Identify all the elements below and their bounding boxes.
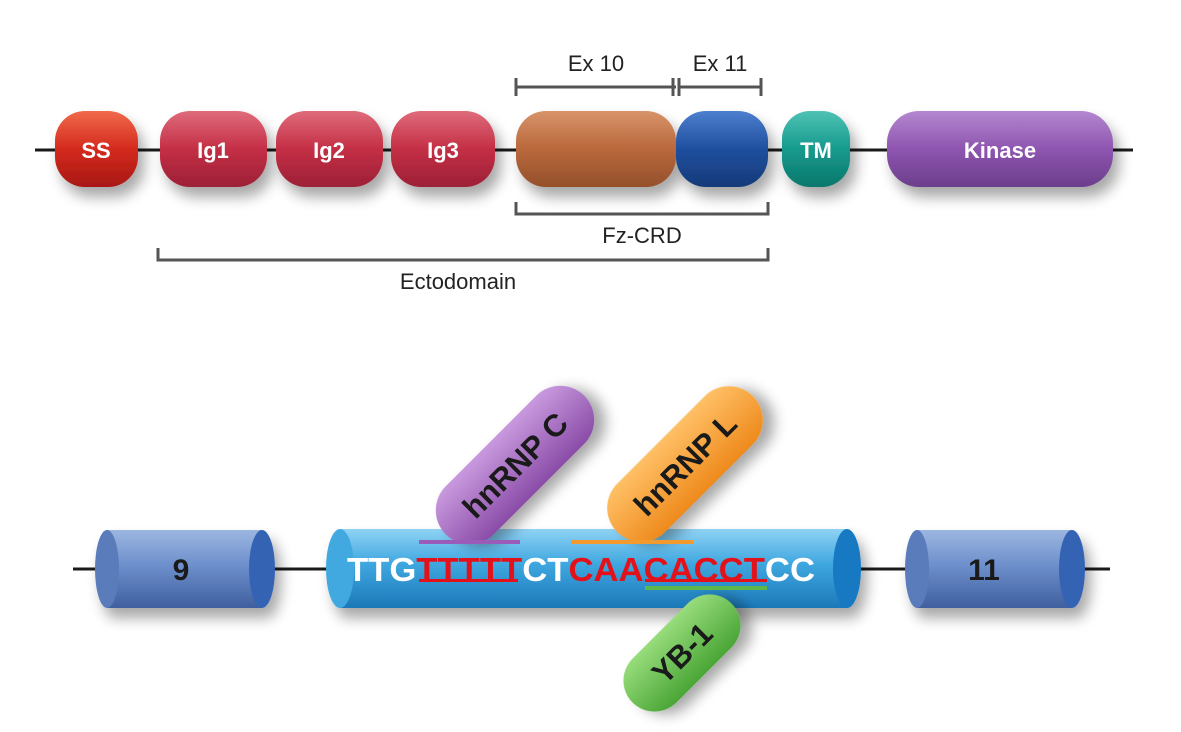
hnrnpl-site-bar	[571, 540, 693, 544]
hnrnpc-pill	[435, 385, 595, 545]
domain-ig2	[276, 111, 383, 187]
exon-brackets	[514, 78, 763, 96]
seq-hnrnpl-site: CAACACCT	[568, 551, 764, 588]
seq-hnrnpc-site: TTTTT	[416, 551, 522, 588]
seq-linker: CT	[522, 551, 568, 588]
yb1-site-bar	[645, 586, 767, 590]
yb1-pill	[623, 594, 741, 712]
domain-ig1	[160, 111, 267, 187]
exon-11	[905, 530, 1085, 608]
ex11-label: Ex 11	[693, 51, 748, 76]
ss-label: SS	[81, 138, 110, 163]
fzcrd-label: Fz-CRD	[602, 223, 681, 248]
fzcrd-bracket	[514, 202, 770, 216]
exon-9	[95, 530, 275, 608]
ig1-label: Ig1	[197, 138, 229, 163]
seq-flank-left: TTG	[347, 551, 416, 588]
seq-red-underline-2	[419, 579, 518, 582]
seq-flank-right: CC	[765, 551, 815, 588]
ectodomain-label: Ectodomain	[400, 269, 516, 294]
ex10-label: Ex 10	[568, 51, 624, 76]
domain-ss	[55, 111, 138, 187]
exon-11-label: 11	[968, 554, 1000, 587]
hnrnpl-pill	[607, 386, 763, 542]
seq-red-underline	[645, 579, 767, 582]
ectodomain-bracket	[156, 248, 770, 262]
domain-kinase	[887, 111, 1113, 187]
exon-9-label: 9	[173, 554, 190, 587]
tm-label: TM	[800, 138, 832, 163]
domain-ig3	[391, 111, 495, 187]
kinase-label: Kinase	[964, 138, 1036, 163]
ig2-label: Ig2	[313, 138, 345, 163]
hnrnpc-site-bar	[419, 540, 520, 544]
domain-tm	[782, 111, 850, 187]
domain-ex10	[516, 111, 676, 187]
domain-ex11	[676, 111, 768, 187]
ig3-label: Ig3	[427, 138, 459, 163]
